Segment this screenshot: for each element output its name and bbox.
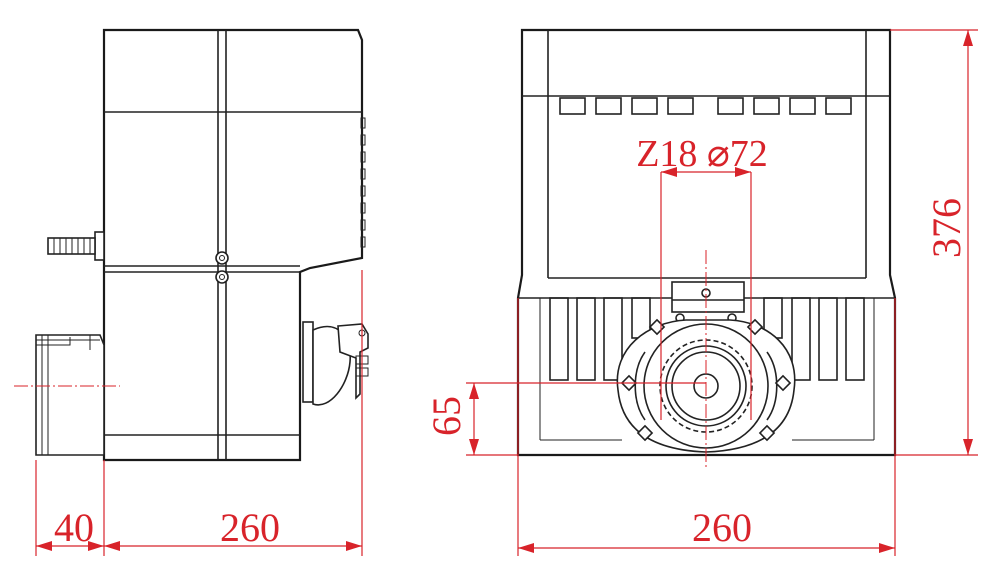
arrow-376-top: [963, 30, 973, 46]
arrow-260s-right: [346, 541, 362, 551]
arrow-376-bottom: [963, 439, 973, 455]
side-release-lock: [302, 321, 369, 406]
side-shaft: [47, 231, 105, 261]
label-dim-260-side: 260: [220, 505, 280, 550]
arrow-260f-left: [518, 543, 534, 553]
label-dim-40: 40: [54, 505, 94, 550]
label-dim-65: 65: [424, 396, 469, 436]
side-screw-bottom: [215, 270, 229, 284]
arrow-260f-right: [879, 543, 895, 553]
side-screw-top-core: [219, 255, 225, 261]
arrow-65-bottom: [469, 439, 479, 455]
side-vent-marks: [360, 117, 366, 248]
side-gear: [35, 334, 105, 456]
side-body-outline: [102, 28, 364, 462]
arrow-65-top: [469, 383, 479, 399]
front-top-slots: [559, 97, 852, 115]
side-view: [35, 28, 369, 462]
side-screw-bottom-core: [219, 274, 225, 280]
arrow-40-left: [36, 541, 52, 551]
arrow-260s-left: [104, 541, 120, 551]
arrow-40-right: [88, 541, 104, 551]
side-screw-top: [215, 251, 229, 265]
front-bracket: [671, 281, 745, 323]
arrow-gear-left: [661, 167, 677, 177]
label-dim-260-front: 260: [692, 505, 752, 550]
arrow-gear-right: [735, 167, 751, 177]
label-dim-376: 376: [924, 198, 969, 258]
label-gear-spec: Z18 ⌀72: [636, 133, 768, 175]
dimension-lines: [14, 29, 978, 556]
